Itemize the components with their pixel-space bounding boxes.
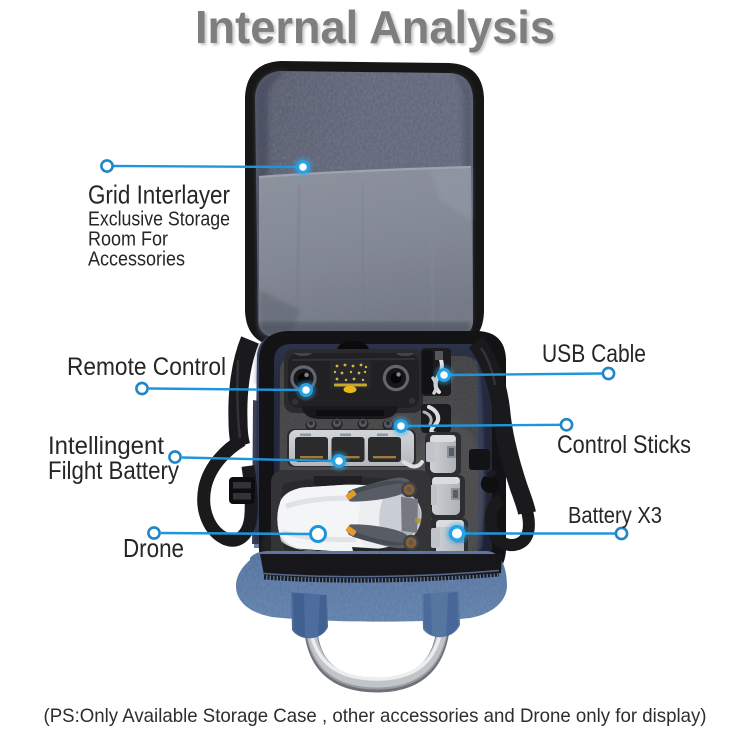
- svg-text:(PS:Only Available Storage Cas: (PS:Only Available Storage Case , other …: [44, 705, 707, 727]
- svg-text:Remote Control: Remote Control: [67, 353, 226, 381]
- svg-text:Grid Interlayer: Grid Interlayer: [88, 180, 230, 210]
- svg-text:Accessories: Accessories: [88, 249, 185, 271]
- svg-text:USB Cable: USB Cable: [542, 340, 646, 368]
- svg-text:Exclusive Storage: Exclusive Storage: [88, 209, 230, 231]
- svg-text:Control Sticks: Control Sticks: [557, 431, 691, 459]
- svg-text:Internal Analysis: Internal Analysis: [197, 3, 557, 55]
- svg-text:Room For: Room For: [88, 229, 168, 251]
- svg-text:Battery X3: Battery X3: [568, 502, 662, 528]
- svg-text:Drone: Drone: [123, 533, 184, 563]
- svg-text:Filght Battery: Filght Battery: [48, 457, 179, 485]
- svg-text:Intellingent: Intellingent: [48, 432, 164, 460]
- svg-text:Internal Analysis: Internal Analysis: [195, 1, 555, 53]
